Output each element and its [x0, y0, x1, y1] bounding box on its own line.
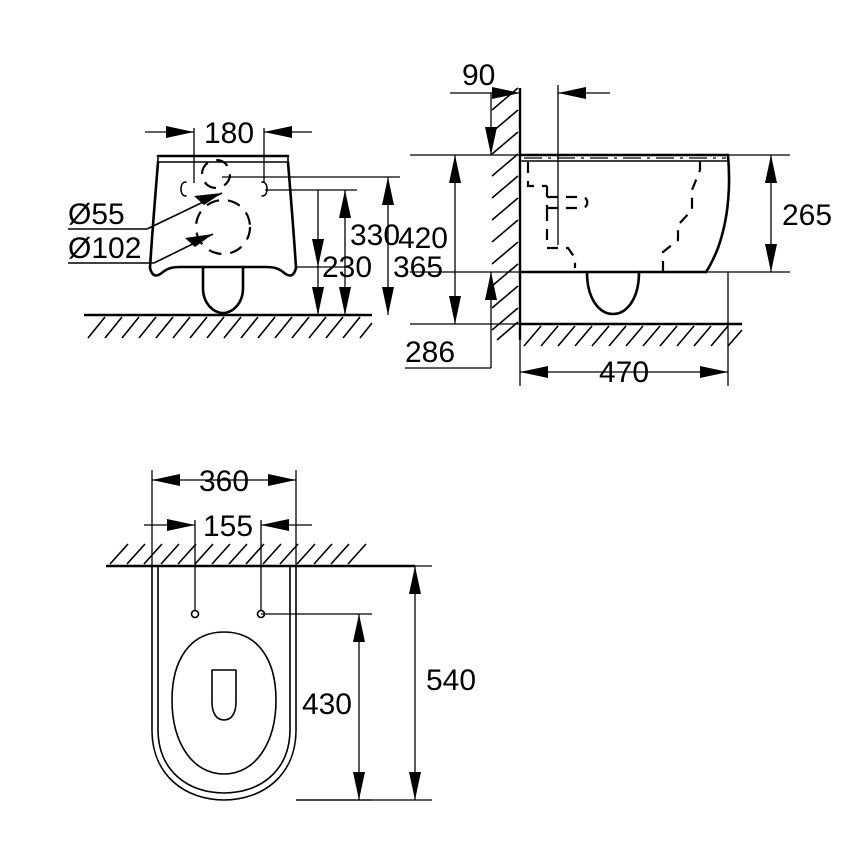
plan-dim-360-label: 360	[199, 465, 249, 498]
plan-dim-155-label: 155	[203, 510, 253, 543]
front-flush-inlet-circle	[200, 158, 232, 190]
front-dim-365: 365	[222, 176, 443, 315]
front-dim-180: 180	[145, 117, 312, 183]
front-fixing-holes	[180, 181, 268, 197]
front-dim-230-label: 230	[322, 251, 372, 284]
front-dim-d102-label: Ø102	[68, 232, 141, 265]
front-elevation-view: 180 Ø55 Ø102 230	[68, 117, 443, 339]
side-dim-286: 286	[405, 271, 520, 369]
side-wall	[491, 87, 522, 341]
front-pan-outline	[148, 154, 298, 315]
side-dim-90-label: 90	[462, 59, 495, 92]
side-floor-hatching	[523, 325, 743, 347]
plan-dim-430-label: 430	[302, 688, 352, 721]
plan-dim-155: 155	[144, 510, 312, 543]
side-dim-286-label: 286	[405, 336, 455, 369]
side-dim-265-label: 265	[782, 199, 832, 232]
front-dim-d102: Ø102	[68, 232, 214, 265]
front-outlet-circle	[194, 198, 252, 256]
side-wall-hatching	[491, 87, 519, 341]
plan-bowl-outline	[171, 631, 277, 775]
front-ground	[84, 313, 373, 339]
plan-dim-540-label: 540	[426, 664, 476, 697]
side-dim-90: 90	[450, 59, 610, 99]
plan-pan-outline	[151, 565, 297, 801]
front-dim-180-label: 180	[204, 117, 254, 150]
side-dim-265: 265	[706, 154, 832, 273]
front-dim-230: 230	[296, 190, 372, 315]
side-dim-90-drop	[485, 93, 497, 155]
plan-flush-aperture	[211, 669, 237, 721]
front-dim-d55: Ø55	[68, 192, 223, 231]
side-dim-470: 470	[519, 272, 729, 389]
front-dim-330-label: 330	[350, 219, 400, 252]
side-floor	[520, 322, 743, 347]
front-ground-hatching	[87, 316, 373, 339]
side-pan-outline	[518, 153, 731, 316]
plan-hole-extensions	[194, 520, 262, 611]
plan-view: 360 155 430 540	[106, 465, 476, 801]
side-dim-420-label: 420	[398, 222, 448, 255]
front-dim-330: 330	[265, 189, 400, 315]
side-hidden-detail	[526, 158, 702, 272]
side-elevation-view: 90 420 286	[398, 59, 832, 389]
front-dim-365-label: 365	[393, 251, 443, 284]
side-dim-420: 420	[398, 154, 520, 325]
plan-dim-360: 360	[151, 465, 297, 566]
side-dim-470-label: 470	[599, 356, 649, 389]
plan-dim-540: 540	[296, 565, 476, 801]
front-dim-d55-label: Ø55	[68, 198, 125, 231]
